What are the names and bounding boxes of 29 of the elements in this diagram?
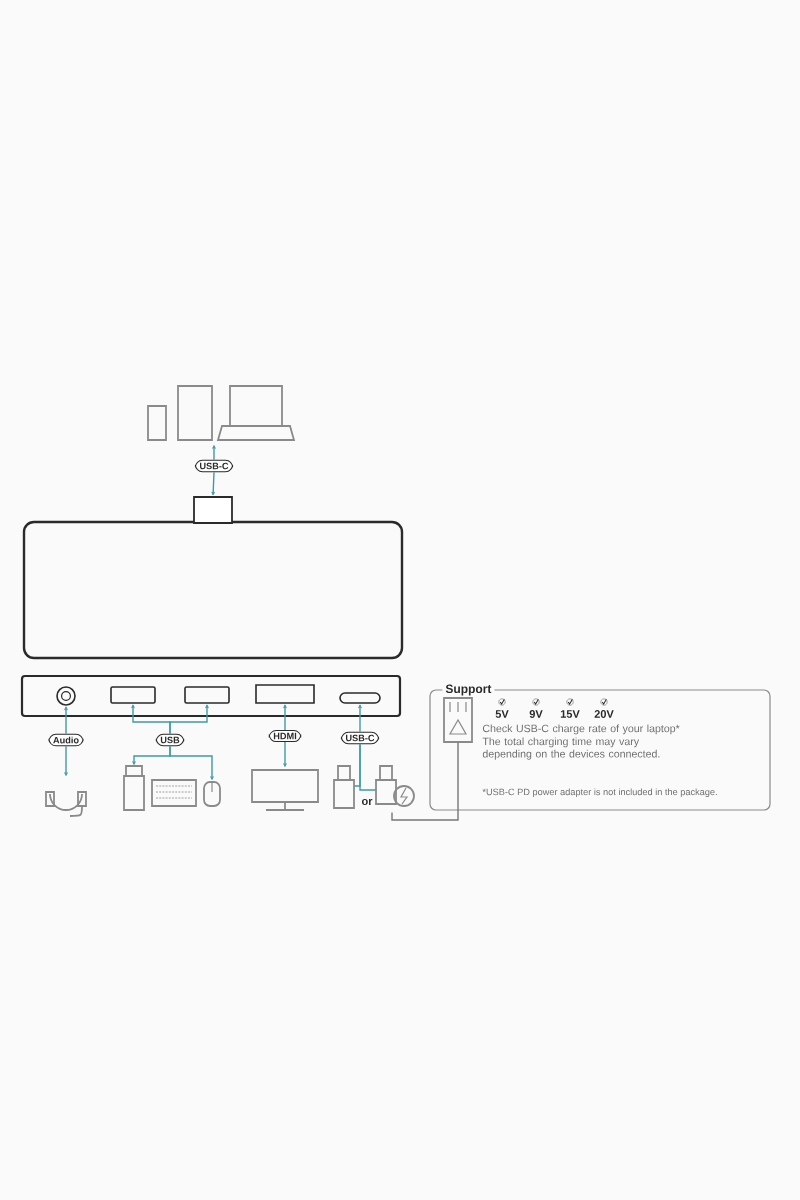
arrow	[283, 741, 287, 767]
arrow	[283, 704, 287, 731]
arrow	[169, 704, 209, 735]
cable-line	[391, 741, 459, 821]
flash-drive-icon	[123, 765, 145, 811]
audio-jack	[56, 686, 76, 706]
charger-plug-icon	[375, 765, 415, 807]
support-panel	[429, 683, 771, 811]
mouse-icon	[203, 781, 221, 807]
usb-c-port	[339, 692, 381, 704]
arrow	[211, 471, 215, 496]
usb-c-plug-icon	[333, 765, 355, 809]
arrow	[169, 745, 214, 780]
hdmi-port	[255, 684, 315, 704]
devices-drawing	[147, 385, 296, 441]
headset-icon	[45, 791, 87, 817]
usb-port	[184, 686, 230, 704]
monitor-icon	[251, 769, 319, 811]
keyboard-icon	[151, 779, 197, 807]
arrow	[212, 445, 216, 461]
power-adapter-icon	[443, 697, 473, 743]
arrow	[64, 745, 68, 776]
connector-tab	[193, 496, 233, 524]
arrow	[358, 704, 362, 733]
cable-line	[359, 743, 377, 791]
arrow	[64, 706, 68, 735]
usb-port	[110, 686, 156, 704]
port-panel	[20, 674, 402, 718]
hub-body	[22, 520, 404, 660]
